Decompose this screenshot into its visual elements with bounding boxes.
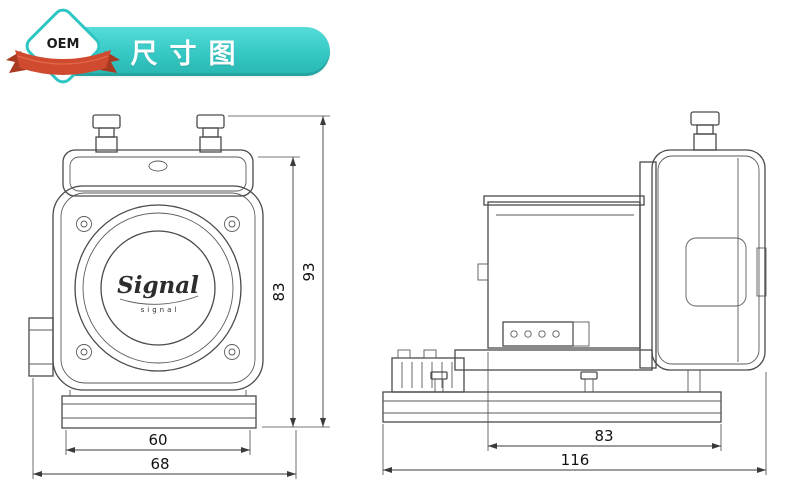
side-dim-width-outer: 116 (382, 372, 767, 475)
page-title: 尺寸图 (130, 39, 248, 70)
oem-badge: OEM (6, 8, 120, 84)
dim-front-93: 93 (300, 262, 318, 281)
dim-side-83: 83 (594, 427, 613, 445)
front-dim-height-inner: 83 (258, 156, 300, 427)
front-housing (52, 185, 264, 391)
front-screws (76, 216, 240, 360)
dim-front-60: 60 (148, 431, 167, 449)
brand-logo-text: Signal (117, 272, 199, 299)
side-tube-fitting (690, 111, 720, 151)
front-view: Signal signal 83 (28, 114, 330, 479)
side-head (639, 149, 767, 392)
logo-swoosh (119, 295, 199, 305)
front-head-circle: Signal signal (74, 204, 242, 372)
front-tube-fittings (92, 114, 225, 153)
brand-logo-subtext: signal (141, 306, 180, 314)
dim-side-116: 116 (561, 451, 590, 469)
dim-front-83: 83 (270, 282, 288, 301)
dim-front-68: 68 (150, 455, 169, 473)
side-screw-left (430, 371, 448, 393)
side-view: 83 116 (382, 111, 767, 475)
badge-ribbon (6, 50, 120, 75)
front-dim-height-outer: 93 (228, 115, 330, 428)
front-side-lug (28, 317, 54, 377)
front-dim-width-inner: 60 (65, 430, 251, 455)
brand-logo: Signal signal (117, 272, 199, 314)
front-base (61, 390, 257, 429)
front-top-cover (62, 149, 254, 197)
badge-label: OEM (47, 37, 80, 52)
side-dim-width-inner: 83 (487, 352, 722, 451)
front-dim-width-outer: 68 (32, 378, 297, 479)
side-screw-right (580, 371, 598, 393)
side-terminal-block (502, 321, 590, 347)
side-mount-bracket (391, 349, 653, 393)
side-base (382, 391, 722, 423)
side-motor (477, 195, 645, 349)
